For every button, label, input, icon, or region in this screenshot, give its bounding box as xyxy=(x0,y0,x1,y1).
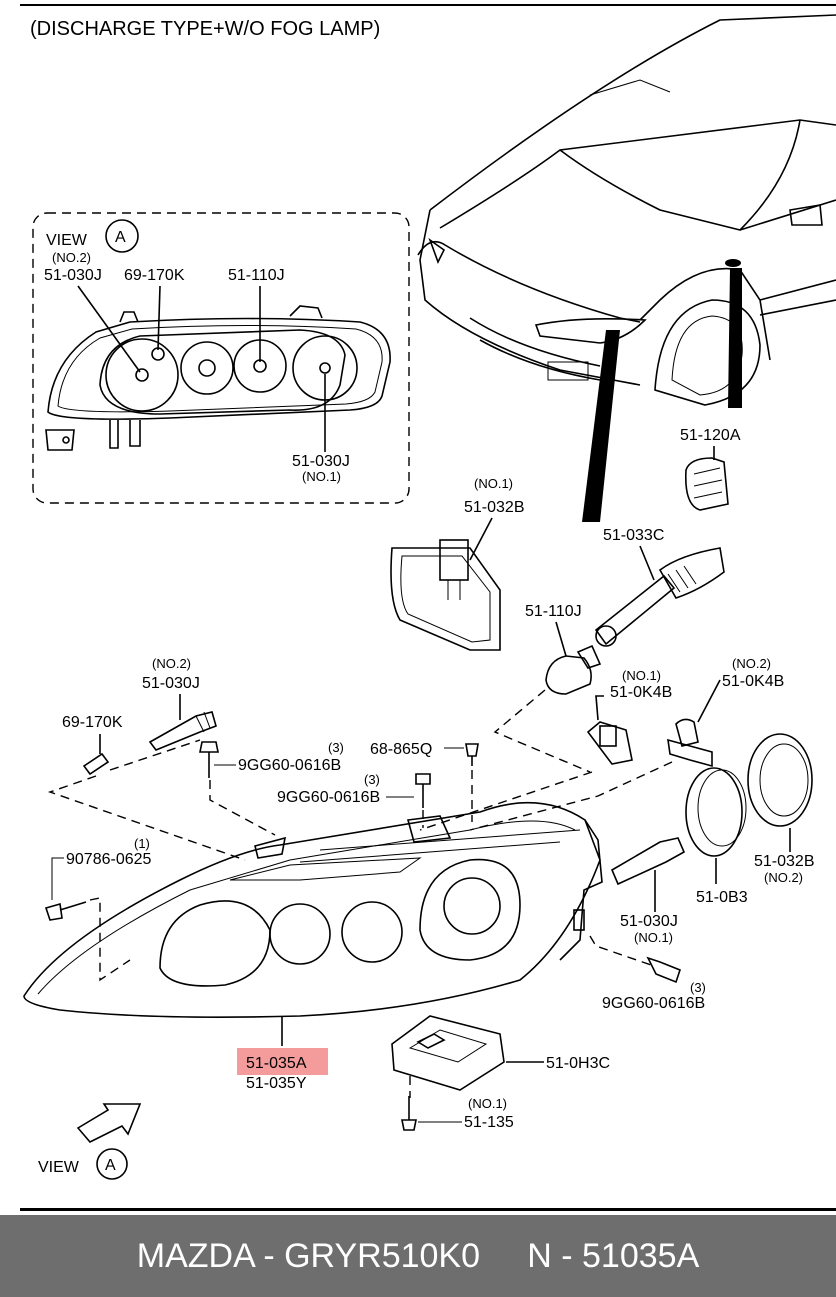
part-51-110J: 51-110J xyxy=(525,603,582,620)
part-51-030J-no2-note: (NO.2) xyxy=(152,656,191,671)
part-9GG60-a: 9GG60-0616B xyxy=(238,757,341,774)
part-51-0H3C: 51-0H3C xyxy=(546,1055,610,1072)
car-front-drawing xyxy=(417,14,836,522)
part-68-865Q: 68-865Q xyxy=(370,741,432,758)
headlamp-assembly xyxy=(23,801,655,1046)
view-arrow-letter: A xyxy=(105,1157,116,1174)
part-51-030J-no2: 51-030J xyxy=(142,675,200,692)
part-51-0B3: 51-0B3 xyxy=(696,889,748,906)
view-arrow-circle-icon xyxy=(96,1148,128,1180)
bottom-rule xyxy=(20,1208,836,1211)
halogen-bulb-no1: 51-030J (NO.1) xyxy=(610,837,686,945)
screw-9GG60-b: (3) 9GG60-0616B xyxy=(277,772,431,828)
view-part-51-030J-top: 51-030J xyxy=(44,267,102,284)
top-rule xyxy=(20,4,836,6)
view-a-circle-icon xyxy=(105,219,139,253)
part-51-032B-no1: 51-032B xyxy=(464,499,525,516)
screw-9GG60-c: (3) 9GG60-0616B xyxy=(602,956,706,1012)
part-51-030J-no1: 51-030J xyxy=(620,913,678,930)
part-9GG60-b-qty: (3) xyxy=(364,772,380,787)
view-a-inset: VIEW A (NO.2) 51-030J 69-170K 51-110J 51… xyxy=(32,212,410,504)
diagram-title: (DISCHARGE TYPE+W/O FOG LAMP) xyxy=(30,18,380,40)
screw-51-135: (NO.1) 51-135 xyxy=(401,1096,514,1131)
part-9GG60-b: 9GG60-0616B xyxy=(277,789,380,806)
rear-cover-no2: 51-032B (NO.2) xyxy=(747,733,815,885)
socket-no1: (NO.1) 51-0K4B xyxy=(586,668,672,765)
view-a-border xyxy=(32,212,410,504)
part-51-033C: 51-033C xyxy=(603,527,664,544)
socket-no2: (NO.2) 51-0K4B xyxy=(419,656,784,831)
part-69-170K: 69-170K xyxy=(62,714,123,731)
part-9GG60-c-qty: (3) xyxy=(690,980,706,995)
footer-part-number: MAZDA - GRYR510K0 N - 51035A xyxy=(136,1236,700,1275)
view-part-69-170K: 69-170K xyxy=(124,267,185,284)
view-no1-note: (NO.1) xyxy=(302,469,341,484)
headlamp-rear-view-drawing xyxy=(45,285,391,452)
highlight-51-035A xyxy=(237,1048,328,1075)
view-a-letter: A xyxy=(115,229,126,246)
part-9GG60-a-qty: (3) xyxy=(328,740,344,755)
part-51-030J-no1-note: (NO.1) xyxy=(634,930,673,945)
view-a-arrow-indicator: VIEW A xyxy=(38,1103,142,1180)
side-marker-lamp: 51-120A xyxy=(680,427,741,511)
part-51-120A: 51-120A xyxy=(680,427,741,444)
part-9GG60-c: 9GG60-0616B xyxy=(602,995,705,1012)
part-51-032B-no1-note: (NO.1) xyxy=(474,476,513,491)
view-part-51-030J-bottom: 51-030J xyxy=(292,453,350,470)
part-51-035Y: 51-035Y xyxy=(246,1075,307,1092)
view-part-51-110J: 51-110J xyxy=(228,267,285,284)
retaining-ring: 51-0B3 xyxy=(685,767,748,906)
footer-bar: MAZDA - GRYR510K0 N - 51035A xyxy=(0,1215,836,1297)
part-51-0K4B-no2: 51-0K4B xyxy=(722,673,784,690)
view-arrow-title: VIEW xyxy=(38,1159,80,1176)
part-51-0K4B-no1: 51-0K4B xyxy=(610,684,672,701)
clip-68-865Q: 68-865Q xyxy=(370,741,479,822)
view-a-title: VIEW xyxy=(46,232,88,249)
part-51-035A: 51-035A xyxy=(246,1055,307,1072)
part-90786: 90786-0625 xyxy=(66,851,152,868)
part-51-135-note: (NO.1) xyxy=(468,1096,507,1111)
halogen-bulb-no2: (NO.2) 51-030J xyxy=(142,656,217,751)
part-90786-qty: (1) xyxy=(134,836,150,851)
part-51-032B-no2: 51-032B xyxy=(754,853,815,870)
hid-ballast: 51-0H3C xyxy=(391,1015,610,1098)
position-bulb: 69-170K xyxy=(47,714,246,861)
screw-90786: (1) 90786-0625 xyxy=(44,836,152,982)
part-51-032B-no2-note: (NO.2) xyxy=(764,870,803,885)
part-51-0K4B-no1-note: (NO.1) xyxy=(622,668,661,683)
turn-signal-bulb: 51-110J xyxy=(493,603,602,773)
view-arrow-icon xyxy=(76,1103,142,1143)
part-51-0K4B-no2-note: (NO.2) xyxy=(732,656,771,671)
view-no2-note: (NO.2) xyxy=(52,250,91,265)
parts-diagram: (DISCHARGE TYPE+W/O FOG LAMP) VIEW A (NO… xyxy=(23,14,836,1180)
screw-9GG60-a: (3) 9GG60-0616B xyxy=(199,740,344,836)
hid-bulb: 51-033C xyxy=(594,527,725,647)
bulb-holder-no1: (NO.1) 51-032B xyxy=(390,476,525,651)
part-51-135: 51-135 xyxy=(464,1114,514,1131)
